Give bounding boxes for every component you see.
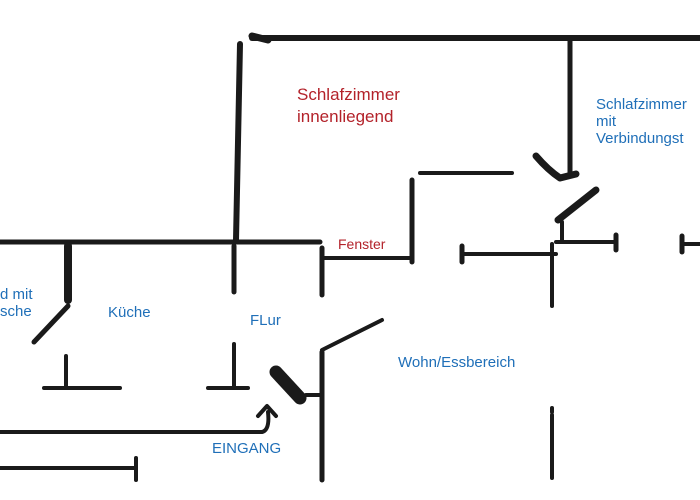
label-flur: FLur <box>250 312 281 329</box>
label-schlafzimmer-verbindung: Schlafzimmer mit Verbindungst <box>596 96 687 147</box>
label-schlafzimmer-innenliegend: Schlafzimmer innenliegend <box>297 85 400 126</box>
entrance-path-line <box>0 410 271 434</box>
door-bathroom <box>31 303 71 345</box>
wall-top-left-corner <box>248 32 272 44</box>
label-kueche: Küche <box>108 304 151 321</box>
door-living <box>320 318 384 352</box>
label-wohn-essbereich: Wohn/Essbereich <box>398 354 516 371</box>
wall-bedroom-left <box>233 41 243 243</box>
entrance-arrow-head <box>256 404 278 418</box>
label-eingang: EINGANG <box>212 440 282 457</box>
door-bedroom-upper <box>532 152 580 182</box>
door-bedroom-lower <box>554 186 600 224</box>
label-fenster: Fenster <box>338 236 386 252</box>
label-bad: d mit sche <box>0 286 33 320</box>
door-entrance <box>269 365 307 405</box>
